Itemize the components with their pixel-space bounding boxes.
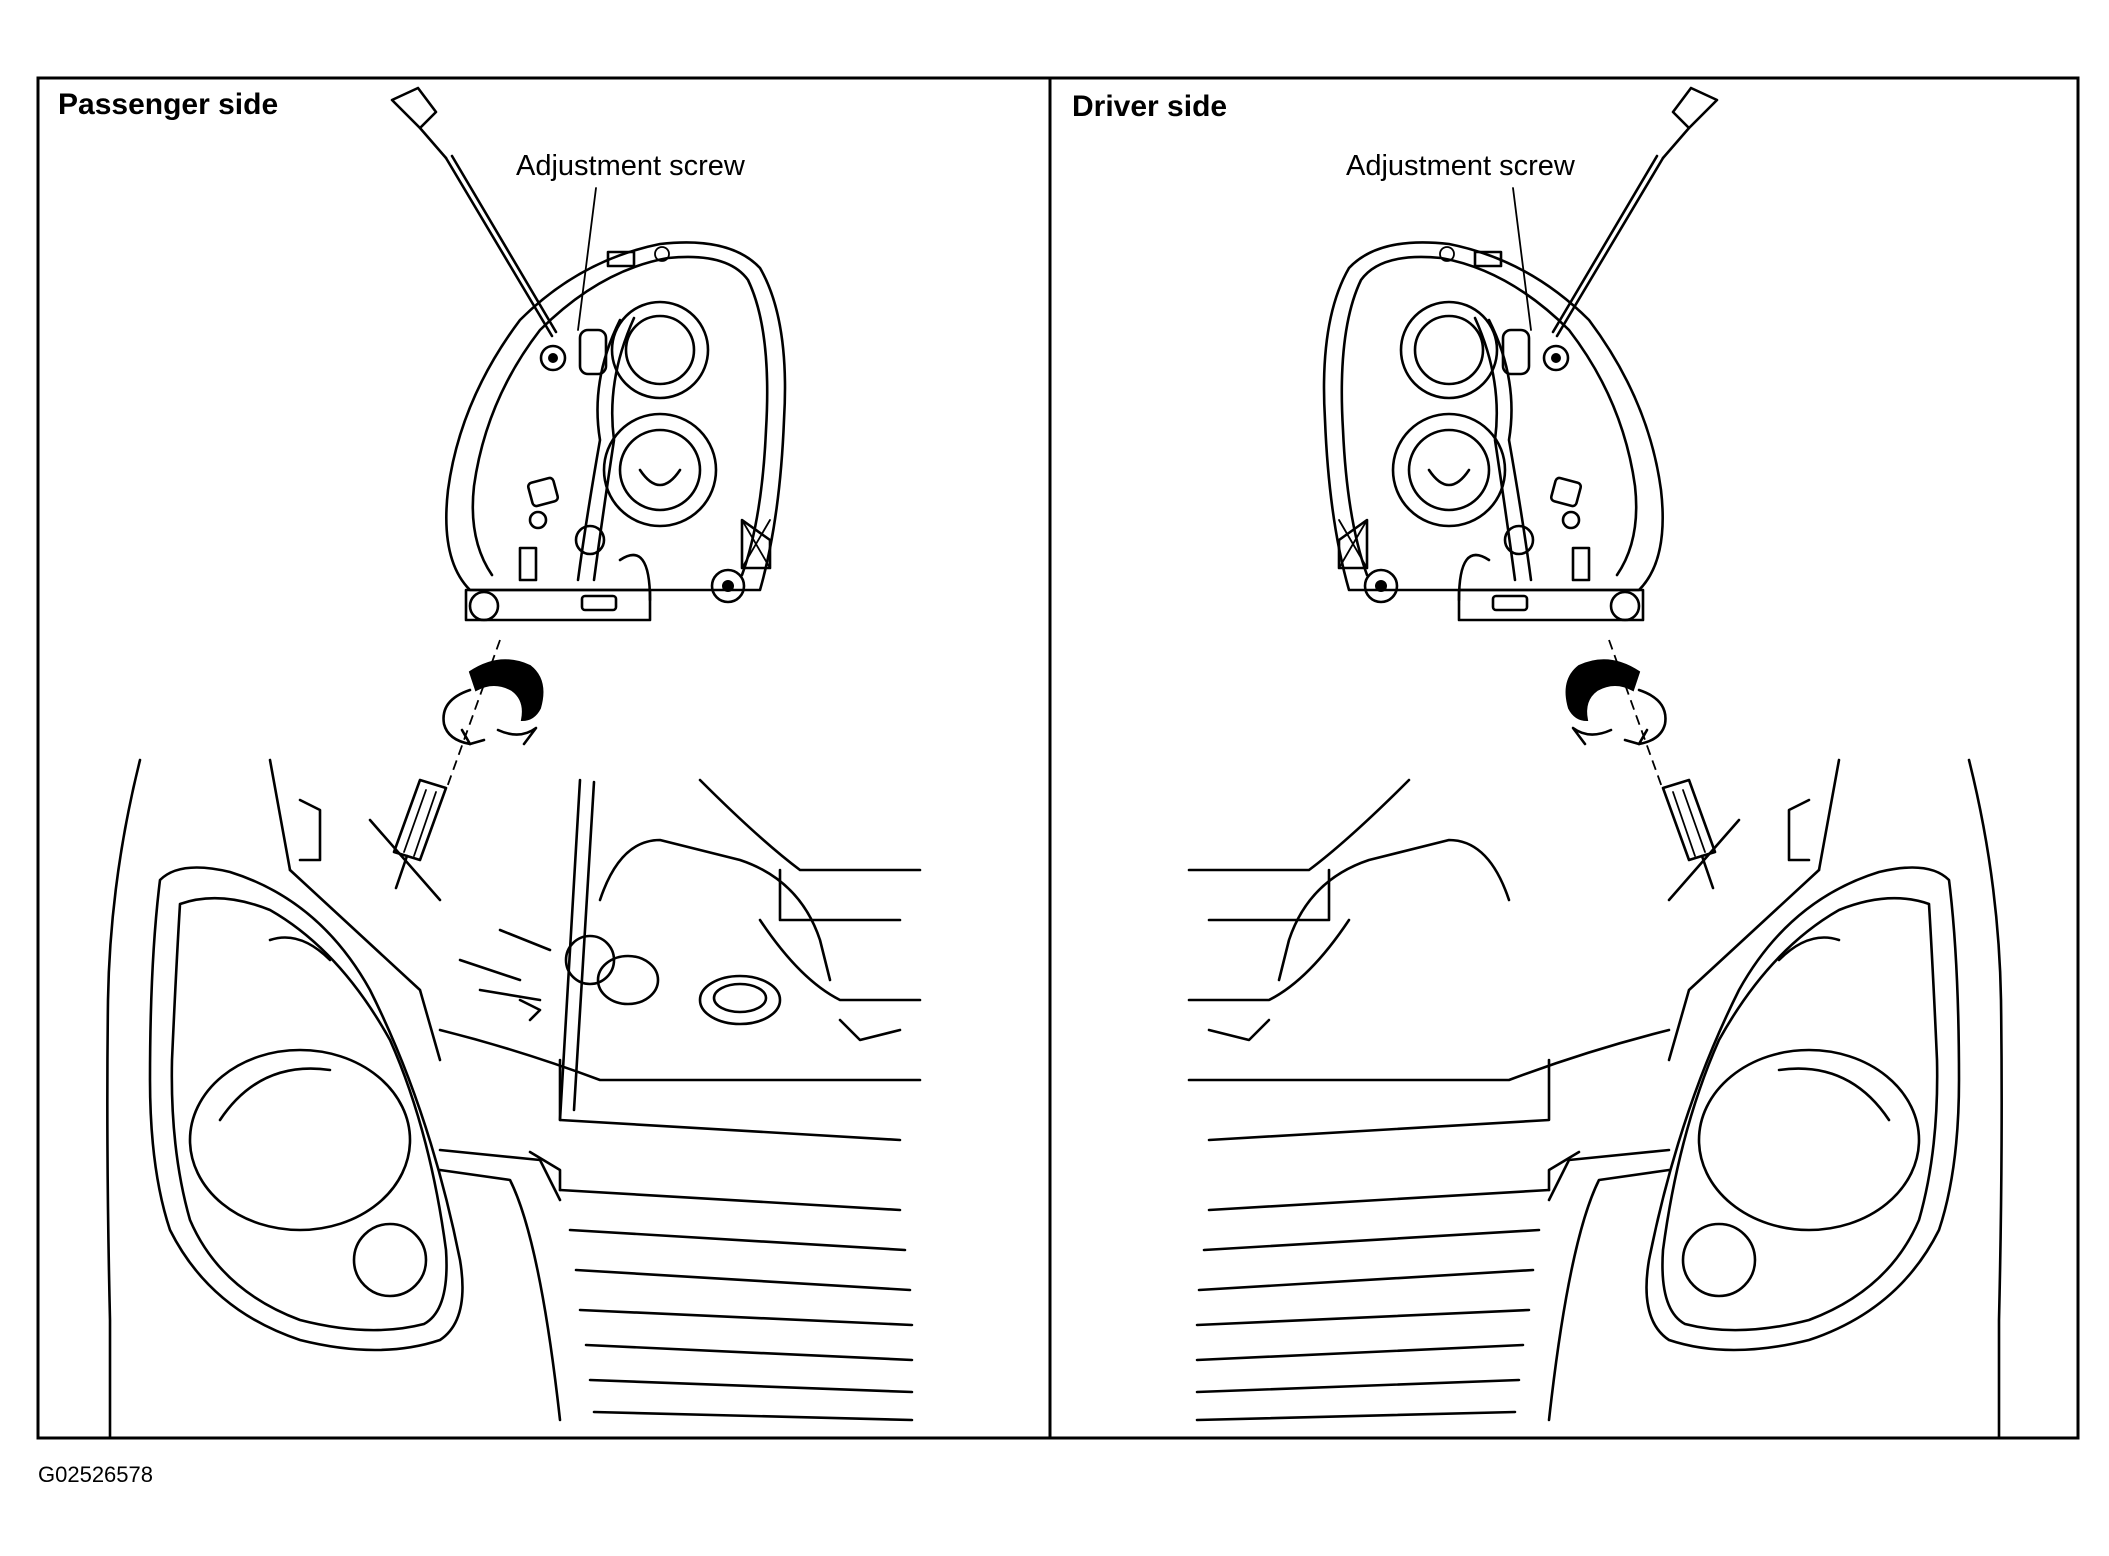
screwdriver-icon: [390, 86, 558, 338]
car-front-engine-bay: [1187, 758, 2003, 1440]
rotate-arrow-icon: [442, 639, 544, 791]
callout-adjustment-screw-left: Adjustment screw: [516, 150, 745, 182]
car-front-engine-bay: [106, 758, 922, 1440]
callout-leader: [577, 187, 597, 331]
headlamp-housing: [1322, 241, 1664, 622]
passenger-side-panel: [106, 86, 922, 1440]
callout-adjustment-screw-right: Adjustment screw: [1346, 150, 1575, 182]
panel-title-passenger: Passenger side: [58, 88, 279, 121]
screwdriver-icon: [1551, 86, 1719, 338]
callout-leader: [1512, 187, 1532, 331]
panel-title-driver: Driver side: [1072, 90, 1228, 123]
driver-side-panel: [1187, 86, 2003, 1440]
figure-id: G02526578: [38, 1462, 153, 1487]
outer-border: [36, 76, 2080, 1440]
headlamp-housing: [445, 241, 787, 622]
screwdriver-handle-icon: [392, 778, 448, 890]
screwdriver-handle-icon: [1661, 778, 1717, 890]
rotate-arrow-icon: [1565, 639, 1667, 791]
